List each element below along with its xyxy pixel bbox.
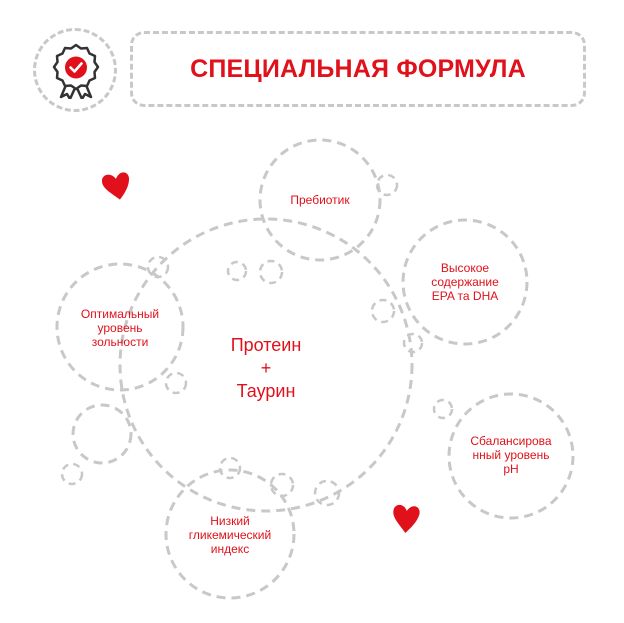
bubble [71, 403, 133, 465]
title-frame: СПЕЦИАЛЬНАЯ ФОРМУЛА [130, 31, 586, 107]
bubble [146, 255, 170, 279]
award-ribbon-check-icon [52, 43, 100, 99]
node-ash-label: Оптимальный уровень зольности [80, 307, 160, 349]
node-prebiotic-label: Пребиотик [290, 193, 350, 207]
node-prebiotic-circle [258, 138, 382, 262]
bubble [218, 456, 242, 480]
bubble [370, 298, 396, 324]
bubble [60, 462, 84, 486]
bubble [432, 398, 454, 420]
bubble [226, 260, 248, 282]
bubble [313, 479, 341, 507]
bubble [402, 332, 424, 354]
node-glycemic-circle [164, 468, 296, 600]
badge-frame [33, 28, 117, 112]
node-ph-label: Сбалансирова нный уровень pH [470, 434, 552, 476]
node-epa-dha-circle [401, 218, 529, 346]
center-ring [118, 217, 414, 513]
bubble [269, 472, 295, 498]
heart-icon [393, 504, 420, 534]
node-epa-dha-label: Высокое содержание EPA та DHA [431, 261, 499, 303]
node-glycemic-label: Низкий гликемический индекс [188, 514, 272, 556]
node-ash-circle [55, 262, 185, 392]
center-label: Протеин + Таурин [230, 335, 302, 401]
bubble [164, 371, 188, 395]
node-ph-circle [447, 392, 575, 520]
page-title: СПЕЦИАЛЬНАЯ ФОРМУЛА [190, 54, 526, 83]
heart-icon [102, 172, 130, 200]
bubble [375, 173, 399, 197]
bubble [258, 259, 284, 285]
